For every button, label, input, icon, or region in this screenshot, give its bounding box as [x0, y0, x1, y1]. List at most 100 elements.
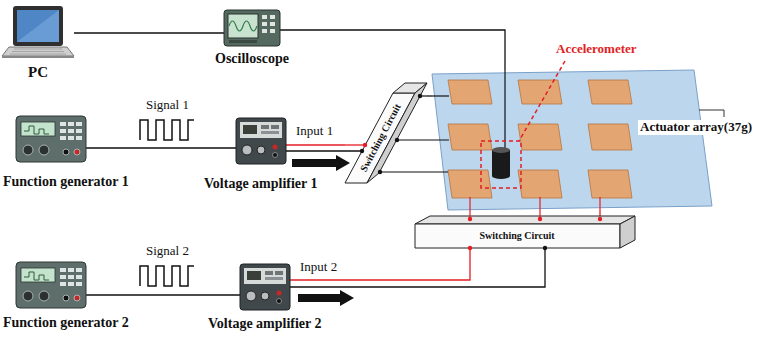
wire-dot: [378, 170, 382, 174]
wire-dot: [395, 138, 399, 142]
label-anchor: Input 1: [296, 124, 333, 139]
device-label: Voltage amplifier 1: [204, 176, 318, 192]
highlight-box: [481, 141, 521, 188]
device-label: Voltage amplifier 2: [208, 316, 322, 332]
scope-screen: [228, 14, 258, 38]
button: [270, 22, 275, 26]
box-label: Switching Circuit: [480, 230, 555, 242]
function-generator-icon: [16, 116, 86, 162]
array-label: Actuator array(37g): [638, 120, 754, 135]
wire-dots: [378, 94, 422, 174]
screen-glare: [17, 10, 59, 42]
signal-label: Signal 1: [146, 98, 189, 113]
wire-connector: [290, 248, 470, 280]
actuator-plate-face: [432, 70, 712, 210]
sine-trace: [229, 21, 257, 31]
device-label: Function generator 2: [3, 315, 129, 331]
laptop-edge: [2, 56, 74, 58]
wire-dot: [538, 217, 542, 221]
wire-dot: [363, 143, 367, 147]
scope-buttons: [262, 15, 275, 33]
bracket-line: [699, 110, 724, 117]
actuator-pad: [518, 170, 562, 198]
square-wave: [140, 120, 194, 140]
button: [262, 22, 267, 26]
keyboard-lines: [10, 49, 66, 54]
wire-connector: [86, 147, 236, 148]
accelerometer-body: [492, 150, 510, 176]
scope-strip: [229, 40, 257, 43]
wire-dot: [598, 217, 602, 221]
wire: [345, 144, 365, 145]
wire-dot: [468, 246, 472, 250]
wire-dots: [468, 217, 602, 221]
switching-box: Switching Circuit: [345, 80, 427, 185]
wire-dot: [543, 246, 547, 250]
wire-dot: [360, 149, 364, 153]
input-arrow: [292, 155, 350, 171]
leader-line: [519, 61, 565, 141]
actuator-pad: [448, 124, 492, 150]
actuator-pad: [588, 170, 632, 198]
wire-connector: [427, 95, 432, 96]
button: [270, 29, 275, 33]
input-label: Input 2: [300, 260, 337, 275]
accelerometer-top: [492, 147, 510, 153]
switching-box-face: [415, 224, 620, 248]
wire: [599, 197, 600, 210]
wire: [380, 171, 448, 172]
wire: [469, 197, 470, 218]
wire: [432, 95, 449, 96]
voltage-amplifier-icon: [236, 118, 286, 164]
button: [262, 29, 267, 33]
square-wave: [140, 266, 194, 286]
label-anchor: Accelerometer: [556, 42, 637, 57]
input-arrow: [298, 290, 354, 306]
sensor-cable: [504, 70, 505, 148]
laptop-screen: [17, 10, 59, 42]
actuator-pad: [518, 124, 562, 150]
wire-dot: [418, 94, 422, 98]
oscilloscope-icon: [224, 10, 280, 46]
wire: [286, 150, 362, 151]
switching-box-face: [620, 216, 635, 248]
wire-connector: [74, 32, 224, 33]
laptop-base: [2, 47, 74, 56]
wire: [290, 248, 545, 287]
wire-connector: [86, 294, 240, 295]
switch-wires: [380, 96, 449, 172]
device-label: PC: [28, 64, 48, 81]
actuator-pad: [448, 80, 492, 104]
actuator-pad: [588, 80, 632, 104]
switch-wires: [470, 197, 600, 218]
button: [270, 15, 275, 19]
actuator-pads: [448, 80, 632, 198]
laptop-icon: [2, 6, 74, 58]
label-anchor: Signal 2: [146, 244, 189, 259]
device-label: Function generator 1: [3, 174, 129, 190]
wire: [397, 139, 449, 140]
accelerometer-bottom: [492, 173, 510, 179]
wire: [539, 197, 540, 218]
signal-label: Signal 2: [146, 244, 189, 259]
wire-connector: [286, 144, 345, 145]
scope-body: [224, 10, 280, 46]
label-anchor: Signal 1: [146, 98, 189, 113]
switching-box-face: [415, 216, 635, 224]
switching-box: Switching Circuit: [415, 216, 635, 248]
laptop-lid: [13, 6, 63, 46]
actuator-pad: [448, 170, 492, 198]
label-anchor: Input 2: [300, 260, 337, 275]
wire-connector: [280, 30, 505, 70]
wire-dot: [468, 217, 472, 221]
callout-label: Accelerometer: [556, 42, 637, 57]
device-label: Oscilloscope: [215, 51, 289, 67]
button: [262, 15, 267, 19]
wire-connector: [599, 210, 600, 216]
actuator-pad: [588, 124, 632, 150]
input-label: Input 1: [296, 124, 333, 139]
function-generator-icon: [16, 262, 86, 308]
actuator-pad: [518, 80, 562, 104]
